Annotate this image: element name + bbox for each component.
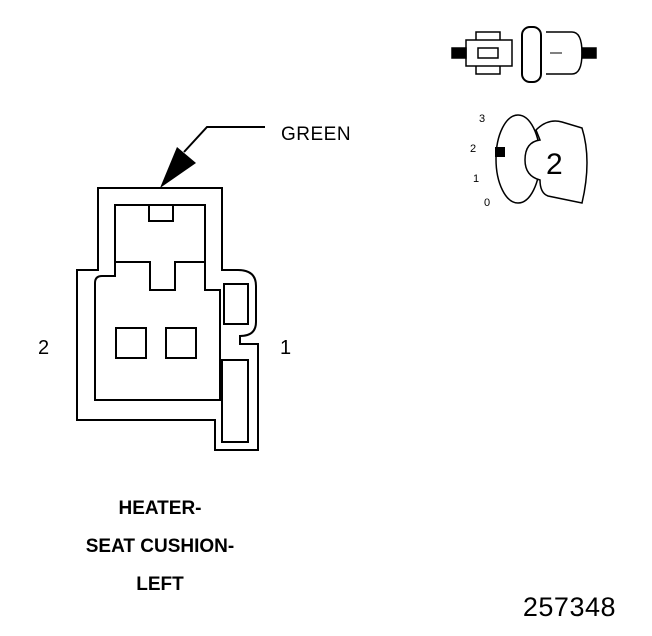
cavity-1 (165, 327, 197, 359)
pin-number-left: 2 (38, 337, 50, 359)
wire-color-label: GREEN (281, 124, 352, 145)
inline-connector-icon (451, 26, 597, 83)
key-position-label: 3 (479, 113, 486, 125)
connector-caption: HEATER- SEAT CUSHION- LEFT (40, 490, 280, 604)
cavity-2 (115, 327, 147, 359)
key-position-label: 1 (473, 173, 480, 185)
pin-number-right: 1 (280, 337, 292, 359)
key-position-label: 2 (470, 143, 477, 155)
figure-id: 257348 (522, 592, 616, 622)
color-leader-arrow (160, 126, 265, 188)
caption-line: HEATER- (118, 498, 202, 519)
key-position-label: 0 (484, 197, 491, 209)
caption-line: LEFT (136, 574, 184, 595)
key-position-icon (495, 114, 588, 204)
connector-face (76, 187, 259, 451)
caption-line: SEAT CUSHION- (85, 536, 235, 557)
key-number: 2 (546, 148, 563, 181)
